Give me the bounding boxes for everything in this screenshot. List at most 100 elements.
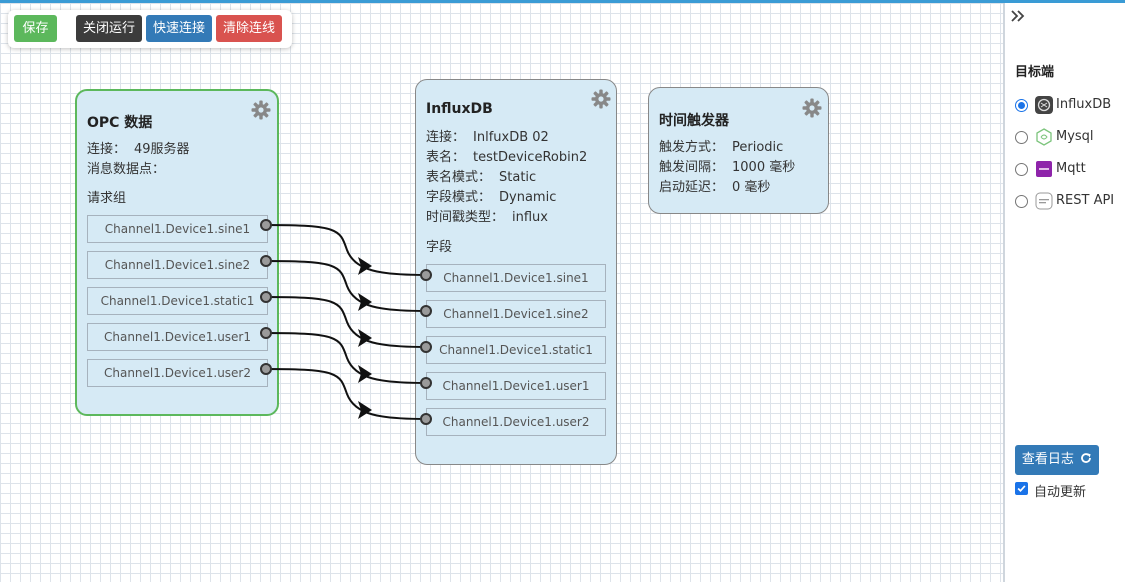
opc-source-node[interactable]: OPC 数据 连接： 49服务器 消息数据点： 请求组 Channel1.Devi…	[75, 89, 279, 416]
toolbar: 保存 关闭运行 快速连接 清除连线	[8, 10, 292, 48]
gear-icon[interactable]	[802, 98, 822, 118]
output-port[interactable]	[260, 255, 272, 267]
influx-field-item[interactable]: Channel1.Device1.static1	[426, 336, 606, 364]
target-option-influxdb[interactable]: InfluxDB	[1015, 95, 1125, 117]
target-sidebar: 目标端 InfluxDB Mysql Mqtt REST	[1003, 3, 1125, 582]
info-row: 时间戳类型： influx	[426, 206, 548, 225]
radio-button[interactable]	[1015, 195, 1028, 208]
double-chevron-right-icon[interactable]	[1010, 8, 1026, 24]
output-port[interactable]	[260, 363, 272, 375]
info-row: 连接： InlfuxDB 02	[426, 126, 549, 145]
mysql-icon	[1036, 128, 1052, 146]
gear-icon[interactable]	[591, 89, 611, 109]
info-key: 连接：	[426, 130, 466, 145]
input-port[interactable]	[420, 413, 432, 425]
auto-refresh-toggle[interactable]: 自动更新	[1015, 479, 1125, 500]
info-row: 字段模式： Dynamic	[426, 186, 556, 205]
info-value: Static	[499, 170, 537, 185]
option-label: Mqtt	[1056, 161, 1086, 176]
arrow-icon	[358, 365, 372, 383]
arrow-icon	[358, 329, 372, 347]
target-option-rest-api[interactable]: REST API	[1015, 191, 1125, 213]
clear-wires-button[interactable]: 清除连线	[216, 15, 282, 42]
top-accent-bar	[0, 0, 1125, 3]
mqtt-icon	[1036, 161, 1052, 177]
save-button[interactable]: 保存	[14, 15, 57, 42]
radio-button[interactable]	[1015, 131, 1028, 144]
wire-sine2[interactable]	[265, 260, 427, 312]
opc-channel-item[interactable]: Channel1.Device1.sine2	[87, 251, 268, 279]
opc-channel-item[interactable]: Channel1.Device1.user1	[87, 323, 268, 351]
stop-run-button[interactable]: 关闭运行	[76, 15, 142, 42]
auto-refresh-label: 自动更新	[1034, 485, 1087, 500]
output-port[interactable]	[260, 219, 272, 231]
arrow-icon	[358, 257, 372, 275]
input-port[interactable]	[420, 377, 432, 389]
arrow-icon	[358, 401, 372, 419]
info-key: 启动延迟：	[659, 180, 725, 195]
info-value: testDeviceRobin2	[473, 150, 588, 165]
radio-button[interactable]	[1015, 99, 1028, 112]
opc-channel-item[interactable]: Channel1.Device1.static1	[87, 287, 268, 315]
info-key: 表名：	[426, 150, 466, 165]
opc-channel-item[interactable]: Channel1.Device1.sine1	[87, 215, 268, 243]
refresh-icon	[1081, 453, 1091, 463]
flow-canvas[interactable]: 保存 关闭运行 快速连接 清除连线 OPC 数据 连接： 49服务器 消息数据点：	[0, 3, 1003, 582]
connection-key: 连接：	[87, 142, 127, 157]
info-row: 启动延迟： 0 毫秒	[659, 176, 770, 195]
target-option-mysql[interactable]: Mysql	[1015, 127, 1125, 149]
influx-field-item[interactable]: Channel1.Device1.sine1	[426, 264, 606, 292]
info-key: 表名模式：	[426, 170, 492, 185]
node-title: InfluxDB	[426, 101, 493, 117]
info-value: Periodic	[732, 140, 784, 155]
connection-value: 49服务器	[134, 142, 190, 157]
info-value: InlfuxDB 02	[473, 130, 549, 145]
info-value: Dynamic	[499, 190, 557, 205]
influxdb-target-node[interactable]: InfluxDB 连接： InlfuxDB 02 表名： testDeviceRob…	[415, 79, 617, 465]
node-title: OPC 数据	[87, 115, 153, 131]
wire-group	[265, 224, 427, 420]
quick-connect-button[interactable]: 快速连接	[146, 15, 212, 42]
influx-field-item[interactable]: Channel1.Device1.sine2	[426, 300, 606, 328]
info-key: 触发间隔：	[659, 160, 725, 175]
request-group-label: 请求组	[87, 191, 127, 206]
target-option-mqtt[interactable]: Mqtt	[1015, 159, 1125, 181]
timer-trigger-node[interactable]: 时间触发器 触发方式：Periodic 触发间隔： 1000 毫秒 启动延迟： 0 …	[648, 87, 829, 214]
opc-channel-item[interactable]: Channel1.Device1.user2	[87, 359, 268, 387]
view-log-label: 查看日志	[1021, 452, 1074, 467]
info-row: 表名： testDeviceRobin2	[426, 146, 587, 165]
wire-user2[interactable]	[265, 368, 427, 420]
option-label: InfluxDB	[1056, 97, 1112, 112]
info-row: 表名模式： Static	[426, 166, 536, 185]
data-points-label: 消息数据点：	[87, 162, 166, 177]
influx-field-item[interactable]: Channel1.Device1.user1	[426, 372, 606, 400]
info-row: 触发间隔： 1000 毫秒	[659, 156, 795, 175]
rest-api-icon	[1035, 192, 1053, 210]
option-label: Mysql	[1056, 129, 1094, 144]
info-row: 触发方式：Periodic	[659, 136, 783, 155]
info-value: 0 毫秒	[732, 180, 771, 195]
info-value: influx	[512, 210, 548, 225]
wire-sine1[interactable]	[265, 224, 427, 276]
influxdb-icon	[1035, 96, 1053, 114]
wire-user1[interactable]	[265, 332, 427, 384]
info-key: 字段模式：	[426, 190, 492, 205]
wire-static1[interactable]	[265, 296, 427, 348]
info-value: 1000 毫秒	[732, 160, 796, 175]
wire-arrows	[358, 257, 372, 419]
connection-row: 连接： 49服务器	[87, 138, 190, 157]
sidebar-title: 目标端	[1015, 65, 1055, 80]
influx-field-item[interactable]: Channel1.Device1.user2	[426, 408, 606, 436]
output-port[interactable]	[260, 291, 272, 303]
view-log-button[interactable]: 查看日志	[1015, 445, 1099, 475]
auto-refresh-checkbox[interactable]	[1015, 482, 1028, 495]
gear-icon[interactable]	[251, 100, 271, 120]
node-title: 时间触发器	[659, 113, 729, 129]
arrow-icon	[358, 293, 372, 311]
input-port[interactable]	[420, 341, 432, 353]
input-port[interactable]	[420, 269, 432, 281]
radio-button[interactable]	[1015, 163, 1028, 176]
output-port[interactable]	[260, 327, 272, 339]
input-port[interactable]	[420, 305, 432, 317]
info-key: 时间戳类型：	[426, 210, 505, 225]
